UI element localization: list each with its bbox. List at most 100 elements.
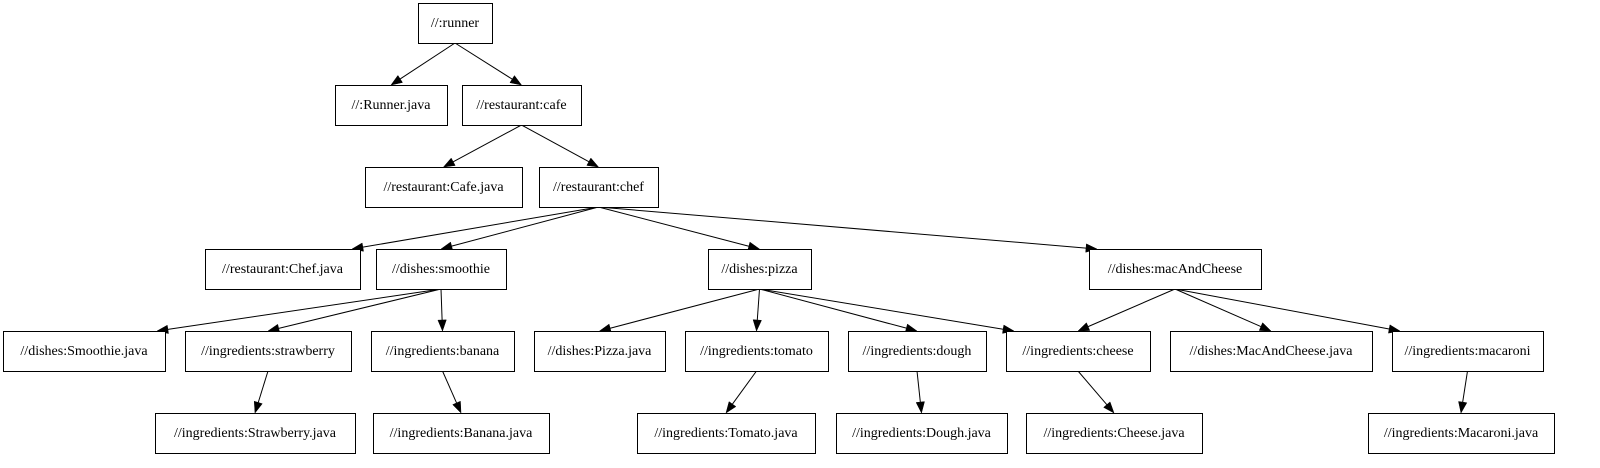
edge-line <box>732 370 757 405</box>
node-label: //restaurant:Cafe.java <box>383 180 504 195</box>
node-box[interactable] <box>373 413 550 454</box>
edge-line <box>610 288 760 329</box>
edge-line <box>756 288 760 321</box>
edge-line <box>278 288 442 329</box>
node-box[interactable] <box>685 331 829 372</box>
node-box[interactable] <box>205 249 361 290</box>
edge-line <box>362 206 599 248</box>
node-box[interactable] <box>371 331 515 372</box>
edge-line <box>442 370 458 404</box>
graph-edge <box>442 124 522 168</box>
node-label: //restaurant:Chef.java <box>222 262 344 277</box>
node-label: //ingredients:Dough.java <box>852 426 992 441</box>
graph-edge <box>1077 370 1115 414</box>
graph-node-ing_macaroni[interactable]: //ingredients:macaroni <box>1392 331 1544 372</box>
graph-node-runner_java[interactable]: //:Runner.java <box>335 85 448 126</box>
edge-line <box>167 288 442 330</box>
graph-edge <box>440 206 599 251</box>
node-box[interactable] <box>1392 331 1544 372</box>
node-box[interactable] <box>462 85 582 126</box>
graph-node-restaurant_chefjava[interactable]: //restaurant:Chef.java <box>205 249 361 290</box>
graph-node-ing_macaronijava[interactable]: //ingredients:Macaroni.java <box>1368 413 1555 454</box>
edge-arrowhead-icon <box>1077 322 1091 332</box>
node-label: //ingredients:dough <box>863 344 972 359</box>
edge-line <box>1462 370 1468 403</box>
graph-node-dishes_smoothie[interactable]: //dishes:smoothie <box>376 249 507 290</box>
edge-line <box>452 124 522 163</box>
node-box[interactable] <box>836 413 1008 454</box>
node-box[interactable] <box>848 331 987 372</box>
graph-edge <box>725 370 757 414</box>
edge-arrowhead-icon <box>390 75 403 86</box>
node-label: //restaurant:cafe <box>476 98 566 113</box>
graph-node-dishes_smoothiejava[interactable]: //dishes:Smoothie.java <box>3 331 166 372</box>
node-label: //ingredients:Tomato.java <box>654 426 798 441</box>
graph-node-runner[interactable]: //:runner <box>418 3 493 44</box>
node-box[interactable] <box>1368 413 1555 454</box>
node-label: //dishes:smoothie <box>392 262 490 277</box>
edge-arrowhead-icon <box>1103 401 1115 414</box>
graph-edge <box>437 288 447 332</box>
graph-node-dishes_macandcheesejava[interactable]: //dishes:MacAndCheese.java <box>1170 331 1373 372</box>
graph-node-ing_tomato[interactable]: //ingredients:tomato <box>685 331 829 372</box>
graph-edge <box>752 288 762 332</box>
node-box[interactable] <box>3 331 166 372</box>
node-label: //ingredients:cheese <box>1022 344 1133 359</box>
node-label: //dishes:Pizza.java <box>548 344 653 359</box>
graph-node-ing_tomatojava[interactable]: //ingredients:Tomato.java <box>637 413 816 454</box>
node-label: //dishes:macAndCheese <box>1108 262 1243 277</box>
edge-line <box>257 370 269 403</box>
node-box[interactable] <box>185 331 352 372</box>
graph-node-ing_doughjava[interactable]: //ingredients:Dough.java <box>836 413 1008 454</box>
graph-node-dishes_pizzajava[interactable]: //dishes:Pizza.java <box>534 331 666 372</box>
graph-edge <box>1174 288 1272 332</box>
node-box[interactable] <box>335 85 448 126</box>
graph-node-restaurant_cafe[interactable]: //restaurant:cafe <box>462 85 582 126</box>
graph-node-ing_dough[interactable]: //ingredients:dough <box>848 331 987 372</box>
node-box[interactable] <box>365 167 523 208</box>
node-box[interactable] <box>534 331 666 372</box>
edge-arrowhead-icon <box>452 400 462 414</box>
node-label: //:Runner.java <box>352 98 432 113</box>
node-box[interactable] <box>376 249 507 290</box>
edge-arrowhead-icon <box>253 400 263 414</box>
node-box[interactable] <box>1170 331 1373 372</box>
graph-node-dishes_pizza[interactable]: //dishes:pizza <box>708 249 812 290</box>
edge-arrowhead-icon <box>1458 401 1468 414</box>
graph-node-ing_strawberryjava[interactable]: //ingredients:Strawberry.java <box>155 413 356 454</box>
node-box[interactable] <box>708 249 812 290</box>
graph-node-ing_cheesejava[interactable]: //ingredients:Cheese.java <box>1026 413 1203 454</box>
edge-line <box>521 124 590 163</box>
node-box[interactable] <box>418 3 493 44</box>
node-label: //dishes:MacAndCheese.java <box>1190 344 1354 359</box>
graph-edge <box>454 42 523 86</box>
edge-arrowhead-icon <box>586 157 600 168</box>
graph-node-ing_banana[interactable]: //ingredients:banana <box>371 331 515 372</box>
node-box[interactable] <box>1089 249 1262 290</box>
graph-node-restaurant_cafejava[interactable]: //restaurant:Cafe.java <box>365 167 523 208</box>
graph-edge <box>390 42 456 86</box>
node-box[interactable] <box>1006 331 1151 372</box>
node-label: //dishes:pizza <box>721 262 798 277</box>
graph-edge <box>759 288 918 333</box>
edge-line <box>451 206 599 247</box>
node-box[interactable] <box>1026 413 1203 454</box>
graph-node-ing_cheese[interactable]: //ingredients:cheese <box>1006 331 1151 372</box>
node-box[interactable] <box>155 413 356 454</box>
node-label: //ingredients:Cheese.java <box>1043 426 1185 441</box>
graph-edge <box>156 288 442 334</box>
nodes-layer: //:runner //:Runner.java //restaurant:cafe… <box>3 3 1555 454</box>
node-label: //ingredients:strawberry <box>201 344 335 359</box>
edge-line <box>598 206 749 247</box>
node-box[interactable] <box>637 413 816 454</box>
edge-arrowhead-icon <box>1258 322 1272 332</box>
edge-line <box>399 42 456 80</box>
node-box[interactable] <box>539 167 659 208</box>
graph-node-ing_bananajava[interactable]: //ingredients:Banana.java <box>373 413 550 454</box>
graph-node-restaurant_chef[interactable]: //restaurant:chef <box>539 167 659 208</box>
edge-line <box>916 370 921 403</box>
graph-edge <box>598 288 760 333</box>
graph-node-dishes_macandcheese[interactable]: //dishes:macAndCheese <box>1089 249 1262 290</box>
edge-arrowhead-icon <box>437 319 447 332</box>
graph-node-ing_strawberry[interactable]: //ingredients:strawberry <box>185 331 352 372</box>
